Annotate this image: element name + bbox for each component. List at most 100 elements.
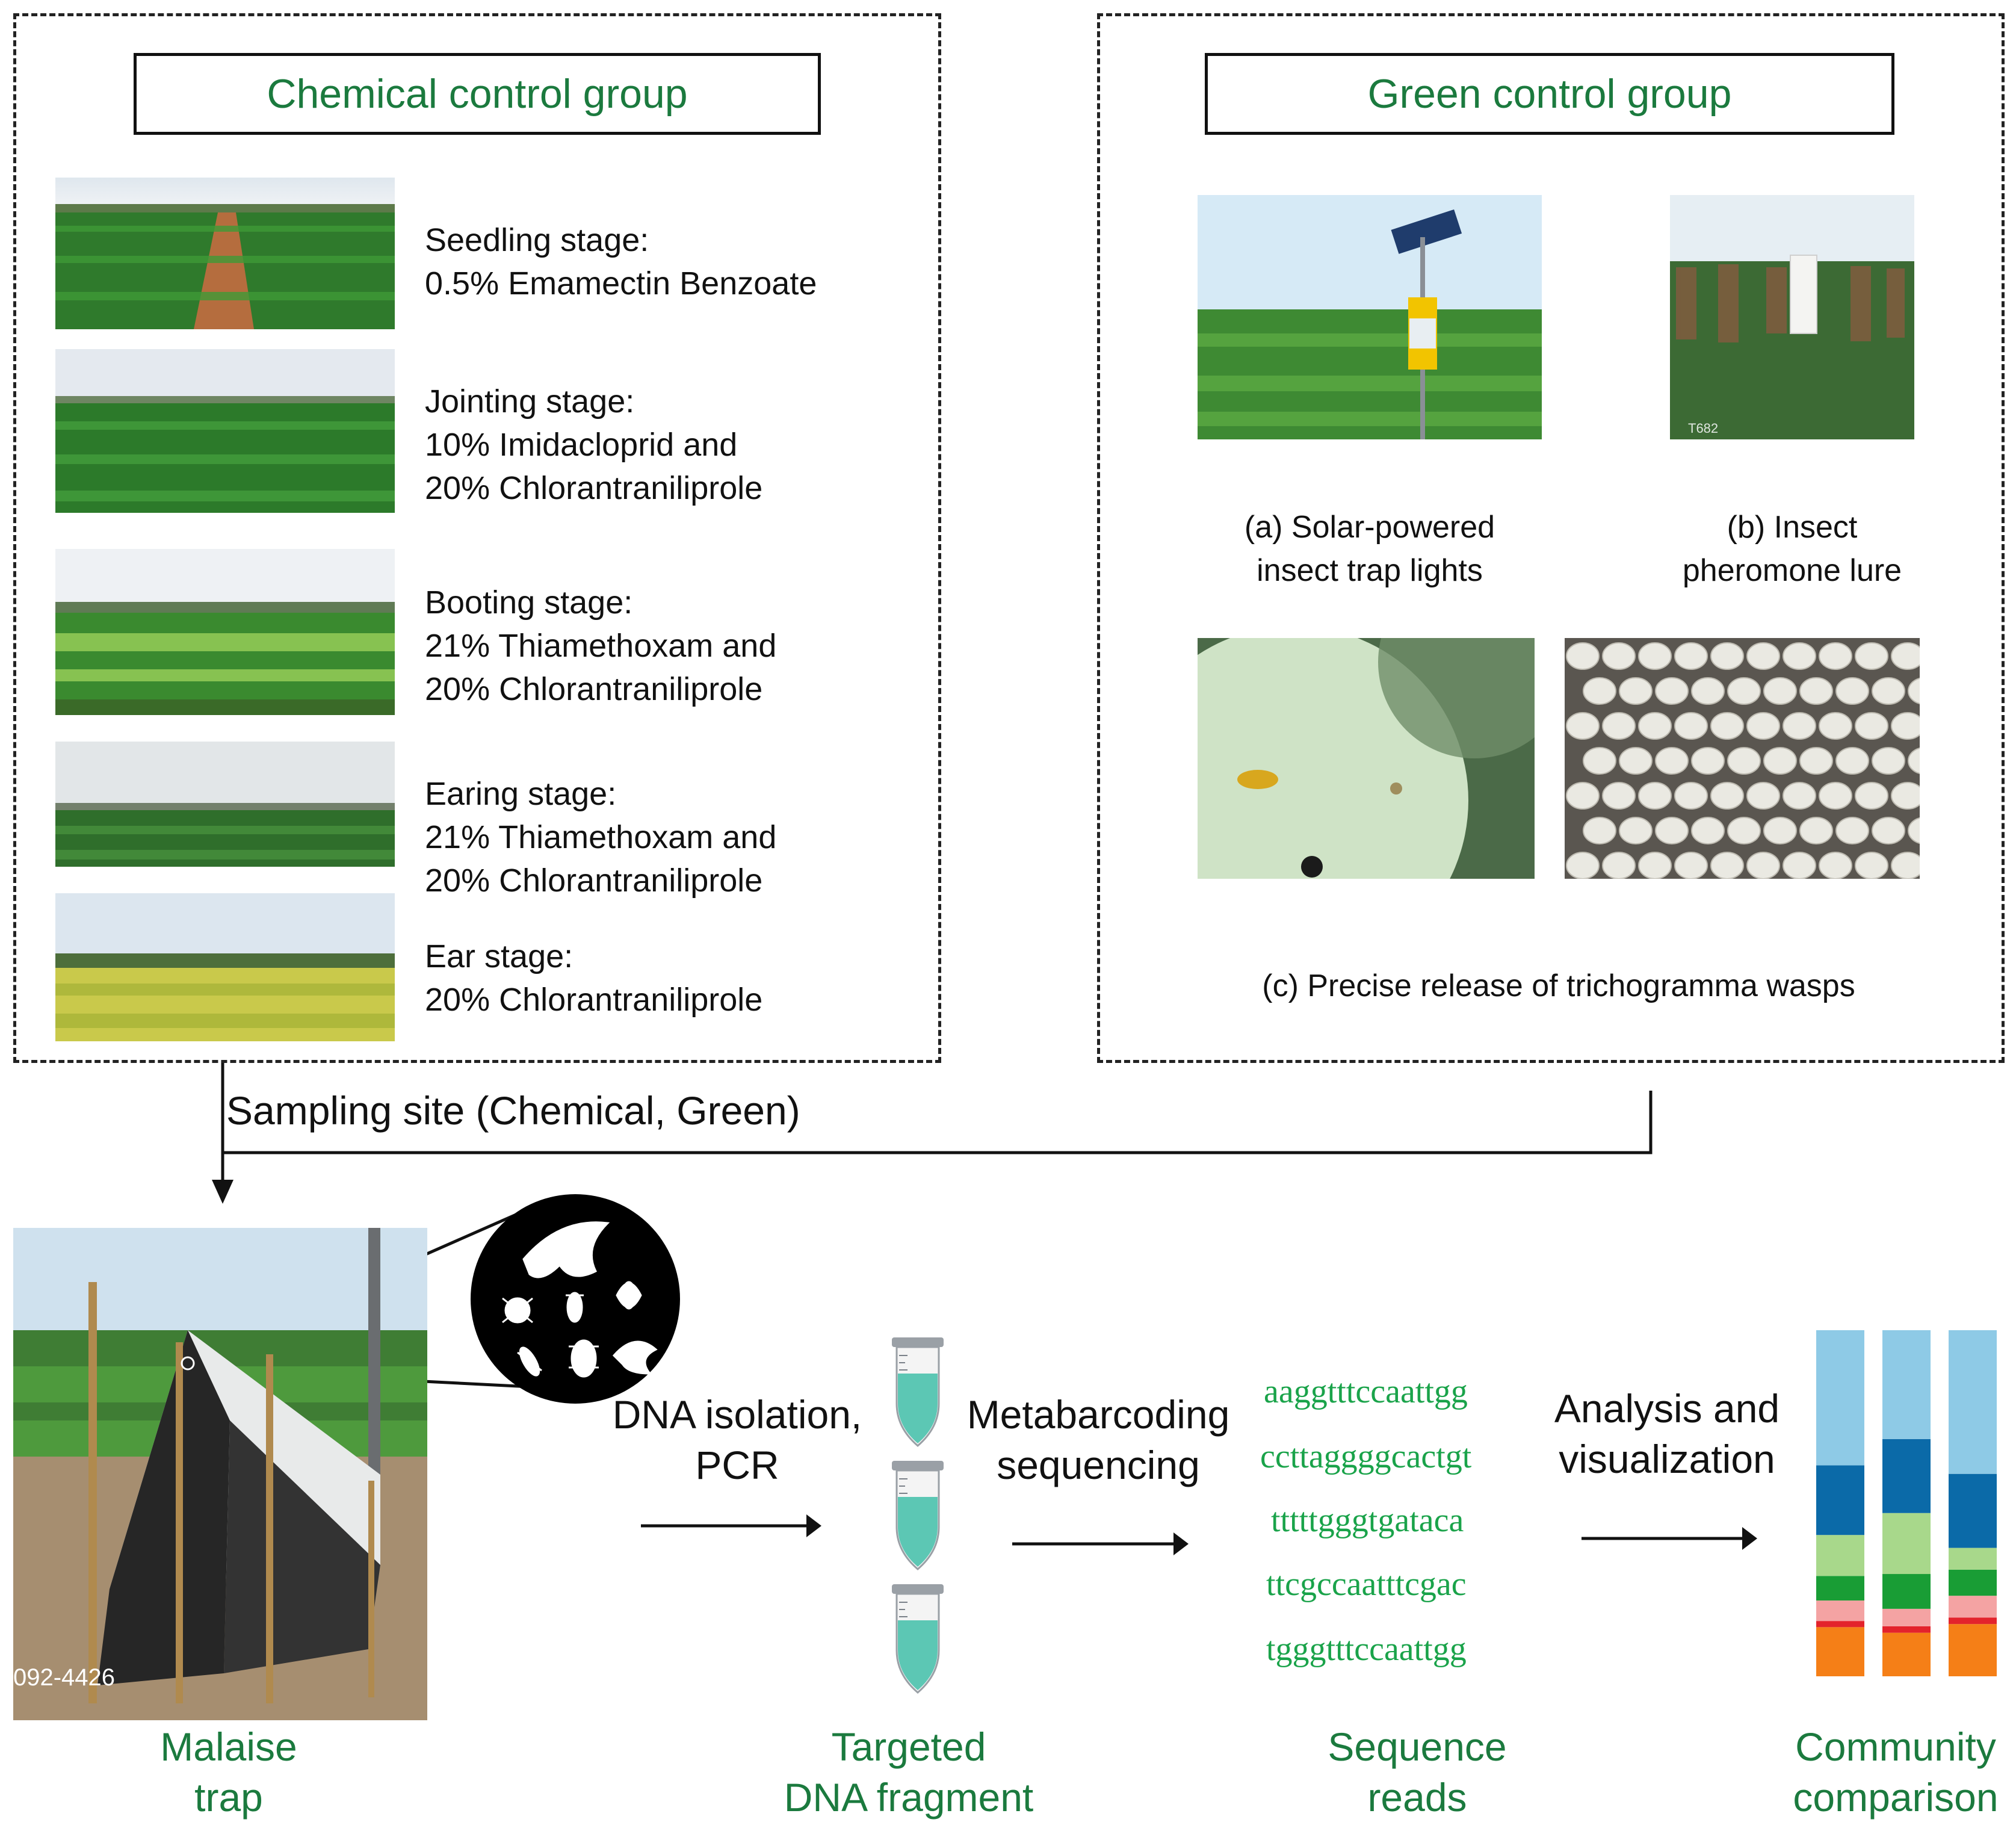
insect-silhouettes-icon: [471, 1194, 680, 1404]
earing-stage-photo: [55, 742, 395, 867]
egg-shape: [1602, 782, 1636, 810]
jointing-stage-text: Jointing stage: 10% Imidacloprid and 20%…: [425, 380, 762, 510]
sequence-read: ccttaggggcactgt: [1260, 1438, 1472, 1475]
bar-segment: [1949, 1617, 1997, 1625]
step-line: Metabarcoding: [966, 1392, 1230, 1437]
egg-shape: [1783, 642, 1816, 670]
bar-segment: [1816, 1621, 1864, 1628]
egg-shape: [1727, 817, 1761, 844]
egg-shape: [1710, 642, 1744, 670]
egg-shape: [1835, 747, 1869, 775]
egg-shape: [1746, 852, 1780, 879]
stage-treatment: 21% Thiamethoxam and: [425, 819, 777, 855]
targeted-dna-label: Targeted DNA fragment: [758, 1721, 1059, 1823]
egg-shape: [1746, 712, 1780, 740]
bar-segment: [1882, 1574, 1931, 1609]
egg-shape: [1619, 677, 1653, 705]
egg-shape: [1566, 782, 1600, 810]
bar-segment: [1816, 1627, 1864, 1676]
egg-shape: [1710, 852, 1744, 879]
egg-shape: [1710, 782, 1744, 810]
egg-shape: [1819, 782, 1852, 810]
label-line: Malaise: [160, 1724, 297, 1769]
bar-segment: [1816, 1576, 1864, 1601]
egg-shape: [1691, 677, 1725, 705]
egg-shape: [1691, 747, 1725, 775]
egg-shape: [1783, 782, 1816, 810]
label-line: DNA fragment: [784, 1775, 1034, 1820]
sequence-reads-label: Sequence reads: [1285, 1721, 1550, 1823]
egg-shape: [1566, 712, 1600, 740]
egg-shape: [1727, 677, 1761, 705]
stage-name: Earing stage:: [425, 776, 617, 812]
egg-shape: [1602, 852, 1636, 879]
dna-isolation-label: DNA isolation, PCR: [581, 1389, 894, 1490]
sequence-read: ttcgccaatttcgac: [1266, 1566, 1467, 1603]
egg-shape: [1819, 642, 1852, 670]
bar-segment: [1882, 1608, 1931, 1626]
egg-shape: [1763, 677, 1797, 705]
egg-shape: [1638, 642, 1672, 670]
stage-treatment: 20% Chlorantraniliprole: [425, 982, 763, 1018]
egg-shape: [1746, 642, 1780, 670]
bar-segment: [1816, 1465, 1864, 1535]
egg-shape: [1799, 817, 1833, 844]
step-line: PCR: [695, 1443, 779, 1487]
chemical-group-panel: [13, 13, 941, 1063]
community-bar-chart: [1816, 1330, 1997, 1676]
egg-shape: [1783, 712, 1816, 740]
booting-stage-photo: [55, 549, 395, 715]
label-line: trap: [194, 1775, 263, 1820]
egg-shape: [1619, 817, 1653, 844]
egg-shape: [1835, 817, 1869, 844]
egg-shape: [1819, 852, 1852, 879]
stage-name: Jointing stage:: [425, 383, 635, 420]
label-line: Community: [1795, 1724, 1996, 1769]
caption-line: (a) Solar-powered: [1244, 510, 1495, 545]
solar-trap-photo: [1198, 195, 1542, 439]
trichogramma-egg-photo: [1198, 638, 1535, 879]
egg-shape: [1674, 852, 1708, 879]
egg-shape: [1763, 817, 1797, 844]
bar-segment: [1882, 1632, 1931, 1676]
egg-shape: [1655, 817, 1689, 844]
bar-segment: [1882, 1330, 1931, 1439]
bar-segment: [1949, 1473, 1997, 1548]
caption-pheromone-lure: (b) Insect pheromone lure: [1666, 506, 1919, 592]
stage-treatment: 21% Thiamethoxam and: [425, 628, 777, 664]
community-comparison-label: Community comparison: [1781, 1721, 2010, 1823]
bar-segment: [1816, 1600, 1864, 1622]
step-line: Analysis and: [1554, 1386, 1780, 1431]
egg-shape: [1835, 677, 1869, 705]
stage-treatment: 0.5% Emamectin Benzoate: [425, 265, 817, 302]
malaise-trap-photo: 092-4426: [13, 1228, 427, 1720]
host-eggs-photo: [1565, 638, 1920, 879]
egg-shape: [1674, 642, 1708, 670]
bar-segment: [1882, 1626, 1931, 1633]
step-line: DNA isolation,: [612, 1392, 862, 1437]
stage-treatment: 20% Chlorantraniliprole: [425, 470, 763, 506]
stage-treatment: 10% Imidacloprid and: [425, 427, 738, 463]
caption-solar-trap: (a) Solar-powered insect trap lights: [1243, 506, 1496, 592]
egg-shape: [1583, 747, 1616, 775]
egg-shape: [1855, 712, 1888, 740]
caption-line: pheromone lure: [1682, 553, 1902, 588]
bar-segment: [1949, 1330, 1997, 1474]
egg-shape: [1655, 677, 1689, 705]
egg-shape: [1638, 852, 1672, 879]
egg-shape: [1638, 782, 1672, 810]
ear-stage-text: Ear stage: 20% Chlorantraniliprole: [425, 935, 762, 1021]
egg-shape: [1855, 642, 1888, 670]
sequence-read: aaggtttccaattgg: [1264, 1373, 1468, 1410]
bar-segment: [1816, 1535, 1864, 1576]
label-line: Sequence: [1328, 1724, 1507, 1769]
caption-trichogramma: (c) Precise release of trichogramma wasp…: [1262, 968, 1855, 1003]
egg-shape: [1655, 747, 1689, 775]
malaise-trap-label: Malaise trap: [108, 1721, 349, 1823]
egg-shape: [1746, 782, 1780, 810]
label-line: comparison: [1793, 1775, 1999, 1820]
egg-shape: [1602, 642, 1636, 670]
egg-shape: [1891, 712, 1920, 740]
stage-treatment: 20% Chlorantraniliprole: [425, 863, 763, 899]
egg-shape: [1855, 852, 1888, 879]
